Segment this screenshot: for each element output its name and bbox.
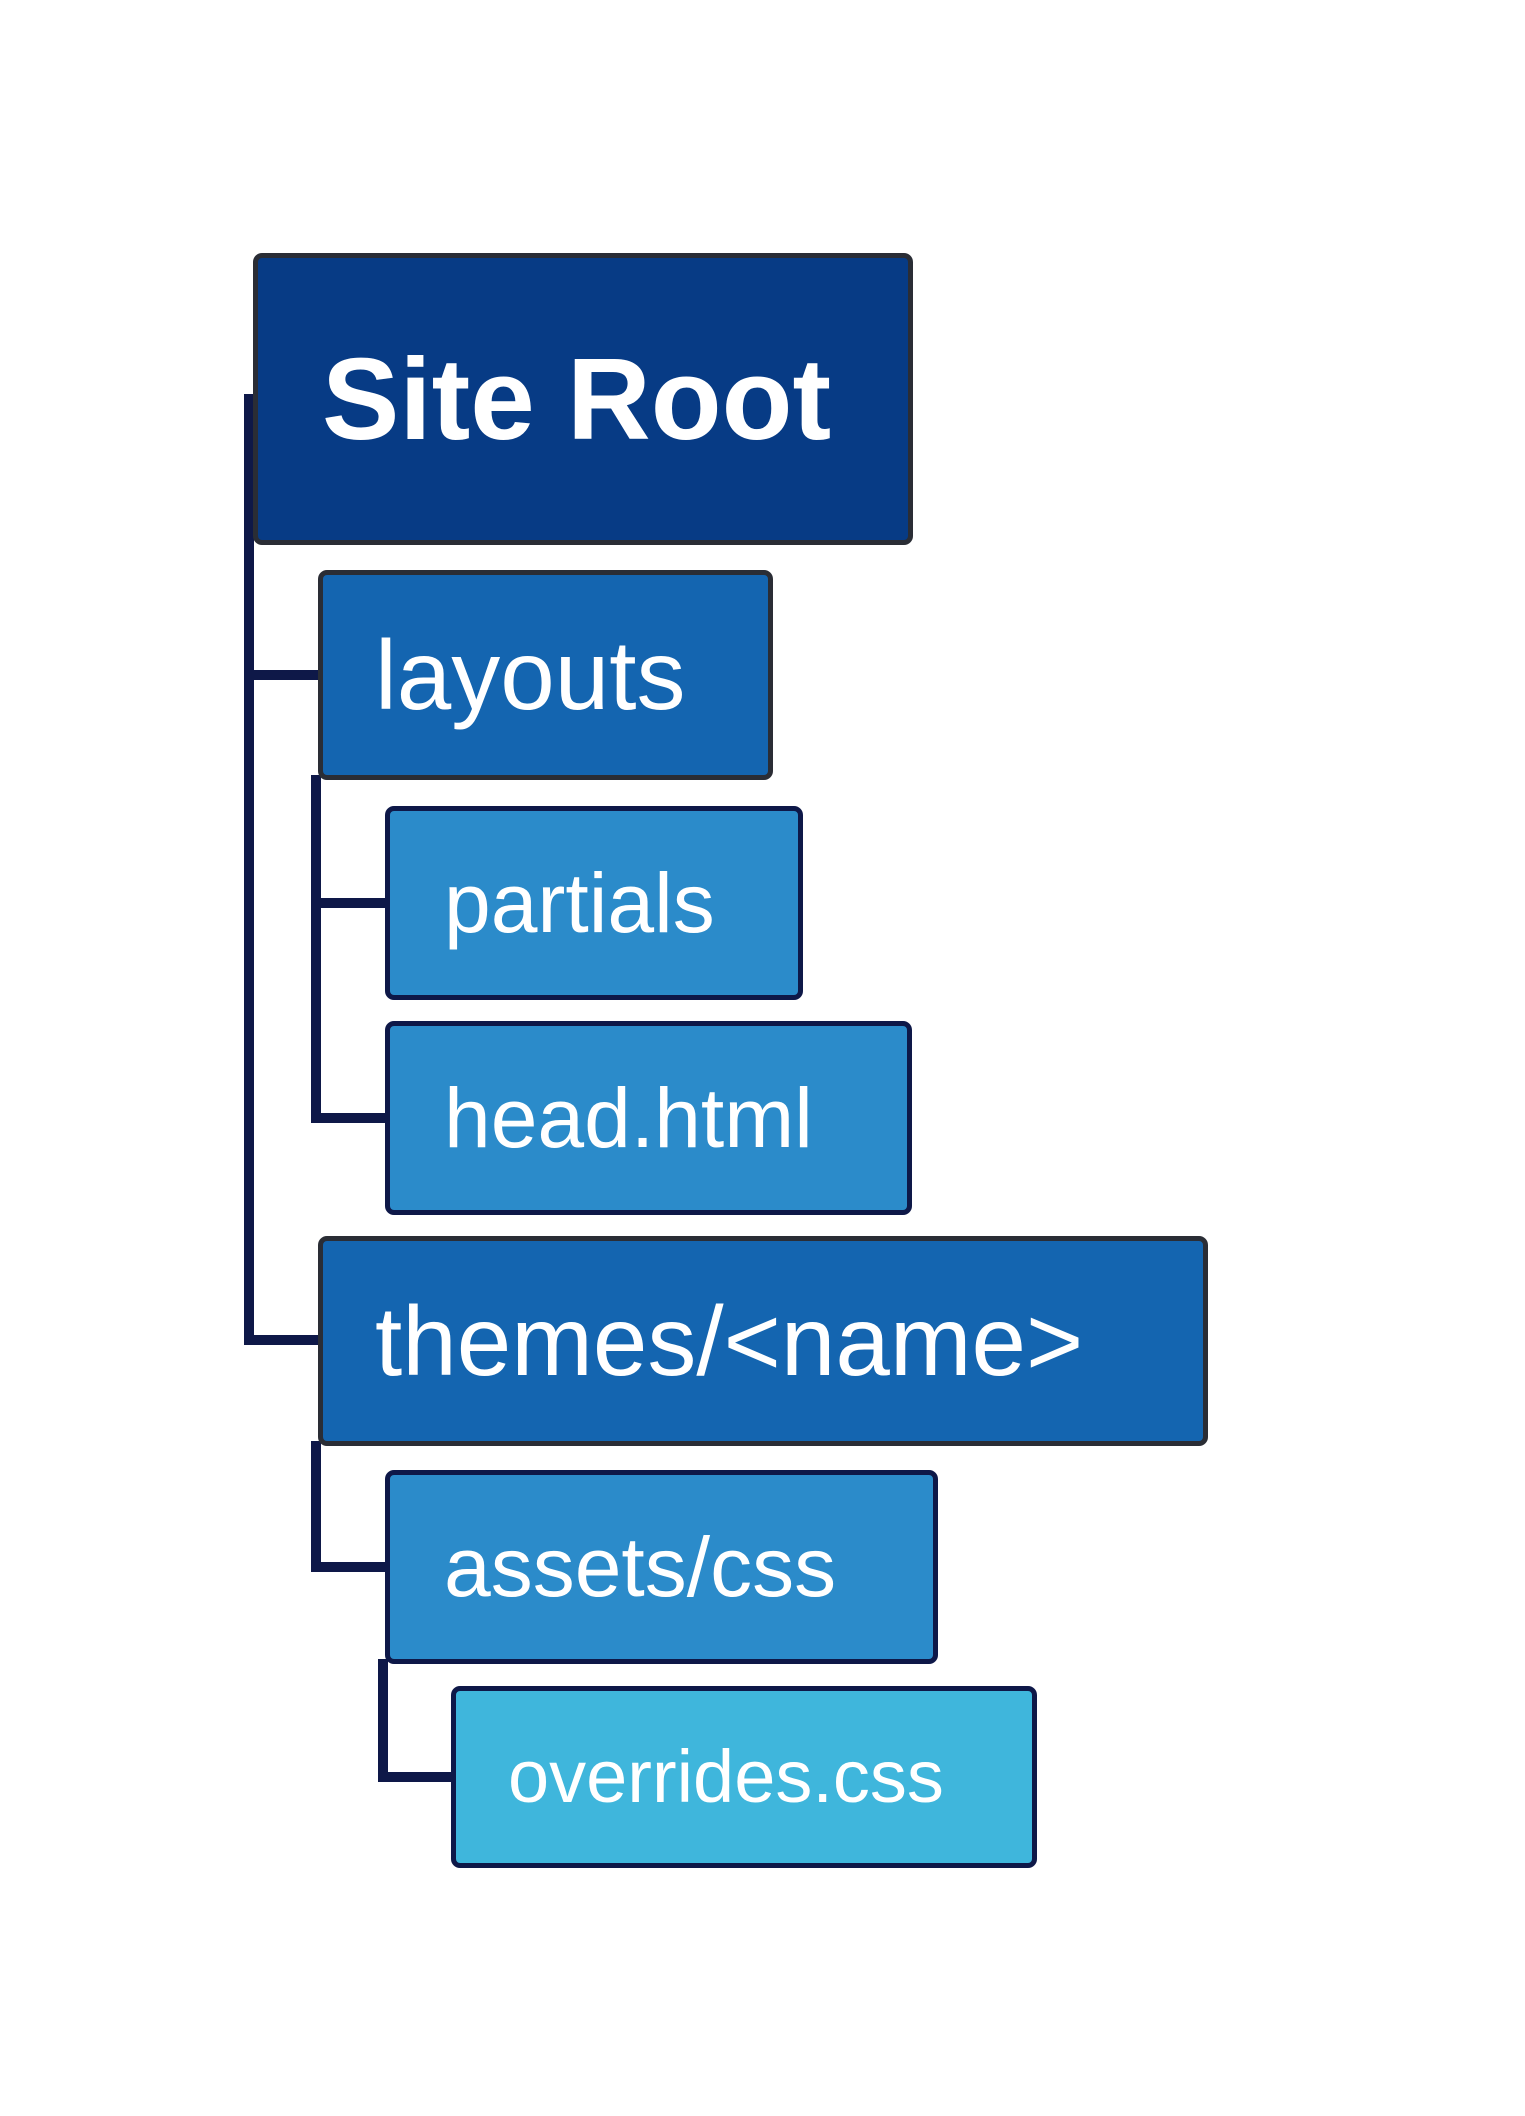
node-site-root: Site Root: [253, 253, 913, 545]
node-assets-css: assets/css: [385, 1470, 938, 1664]
node-head-html-label: head.html: [444, 1071, 813, 1165]
node-themes-name-label: themes/<name>: [375, 1286, 1084, 1396]
node-themes-name: themes/<name>: [318, 1236, 1208, 1446]
node-layouts: layouts: [318, 570, 773, 780]
node-layouts-label: layouts: [375, 620, 686, 730]
node-site-root-label: Site Root: [322, 334, 832, 464]
node-assets-css-label: assets/css: [444, 1520, 837, 1614]
node-partials: partials: [385, 806, 803, 1000]
node-partials-label: partials: [444, 856, 715, 950]
node-head-html: head.html: [385, 1021, 912, 1215]
node-overrides-css-label: overrides.css: [508, 1735, 944, 1818]
node-overrides-css: overrides.css: [451, 1686, 1037, 1868]
